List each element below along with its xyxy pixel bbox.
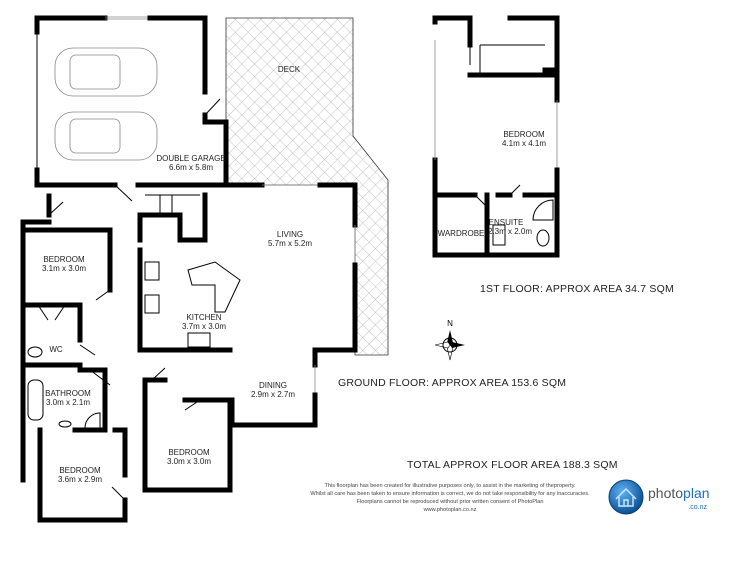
car-icon: [54, 47, 158, 97]
ff-bedroom-size: 4.1m x 4.1m: [502, 139, 546, 148]
bedroom2-label: BEDROOM: [168, 448, 210, 457]
svg-text:.co.nz: .co.nz: [688, 504, 707, 511]
garage-walls: [34, 15, 229, 202]
disclaimer-url: www.photoplan.co.nz: [423, 507, 477, 513]
wc-label: WC: [49, 345, 63, 354]
toilet-icon: [27, 346, 43, 358]
bedroom1-size: 3.1m x 3.0m: [42, 264, 86, 273]
cooktop-icon: [187, 332, 211, 348]
stove-icon: [144, 261, 160, 281]
basin-icon: [58, 420, 72, 428]
shower-icon: [84, 412, 101, 429]
wardrobe-label: WARDROBE: [438, 229, 485, 238]
deck-label: DECK: [278, 65, 301, 74]
compass-icon: N: [434, 319, 465, 361]
toilet-icon: [536, 229, 550, 247]
first-floor-area: 1ST FLOOR: APPROX AREA 34.7 SQM: [480, 283, 674, 295]
bathroom-size: 3.0m x 2.1m: [46, 398, 90, 407]
ensuite-label: ENSUITE: [489, 218, 524, 227]
shower-icon: [532, 199, 554, 221]
car-icon: [54, 111, 158, 161]
ensuite-size: 2.3m x 2.0m: [488, 227, 532, 236]
vanity-icon: [492, 224, 506, 246]
fridge-icon: [144, 294, 160, 314]
bedroom3-label: BEDROOM: [59, 466, 101, 475]
ff-bedroom-label: BEDROOM: [503, 130, 545, 139]
disclaimer-line: Whilst all care has been taken to ensure…: [310, 491, 590, 497]
bedroom3-size: 3.6m x 2.9m: [58, 475, 102, 484]
photoplan-logo: photoplan .co.nz: [608, 479, 710, 515]
bathtub-icon: [27, 379, 44, 421]
kitchen-island: [187, 261, 241, 313]
disclaimer-line: This floorplan has been created for illu…: [324, 483, 575, 489]
svg-text:photoplan: photoplan: [648, 485, 710, 501]
living-label: LIVING: [277, 230, 303, 239]
garage-size: 6.6m x 5.8m: [169, 163, 213, 172]
bedroom2-size: 3.0m x 3.0m: [167, 457, 211, 466]
main-walls: [20, 182, 358, 523]
compass-north-label: N: [447, 319, 453, 328]
garage-label: DOUBLE GARAGE: [156, 154, 225, 163]
dining-size: 2.9m x 2.7m: [251, 390, 295, 399]
living-size: 5.7m x 5.2m: [268, 239, 312, 248]
bathroom-label: BATHROOM: [45, 389, 91, 398]
ground-floor-area: GROUND FLOOR: APPROX AREA 153.6 SQM: [338, 377, 566, 389]
kitchen-size: 3.7m x 3.0m: [182, 322, 226, 331]
dining-label: DINING: [259, 381, 287, 390]
total-area: TOTAL APPROX FLOOR AREA 188.3 SQM: [407, 459, 618, 471]
bedroom1-label: BEDROOM: [43, 255, 85, 264]
disclaimer-line: Floorplans cannot be reproduced without …: [357, 499, 544, 505]
kitchen-label: KITCHEN: [186, 313, 221, 322]
first-floor-walls: [432, 15, 560, 258]
